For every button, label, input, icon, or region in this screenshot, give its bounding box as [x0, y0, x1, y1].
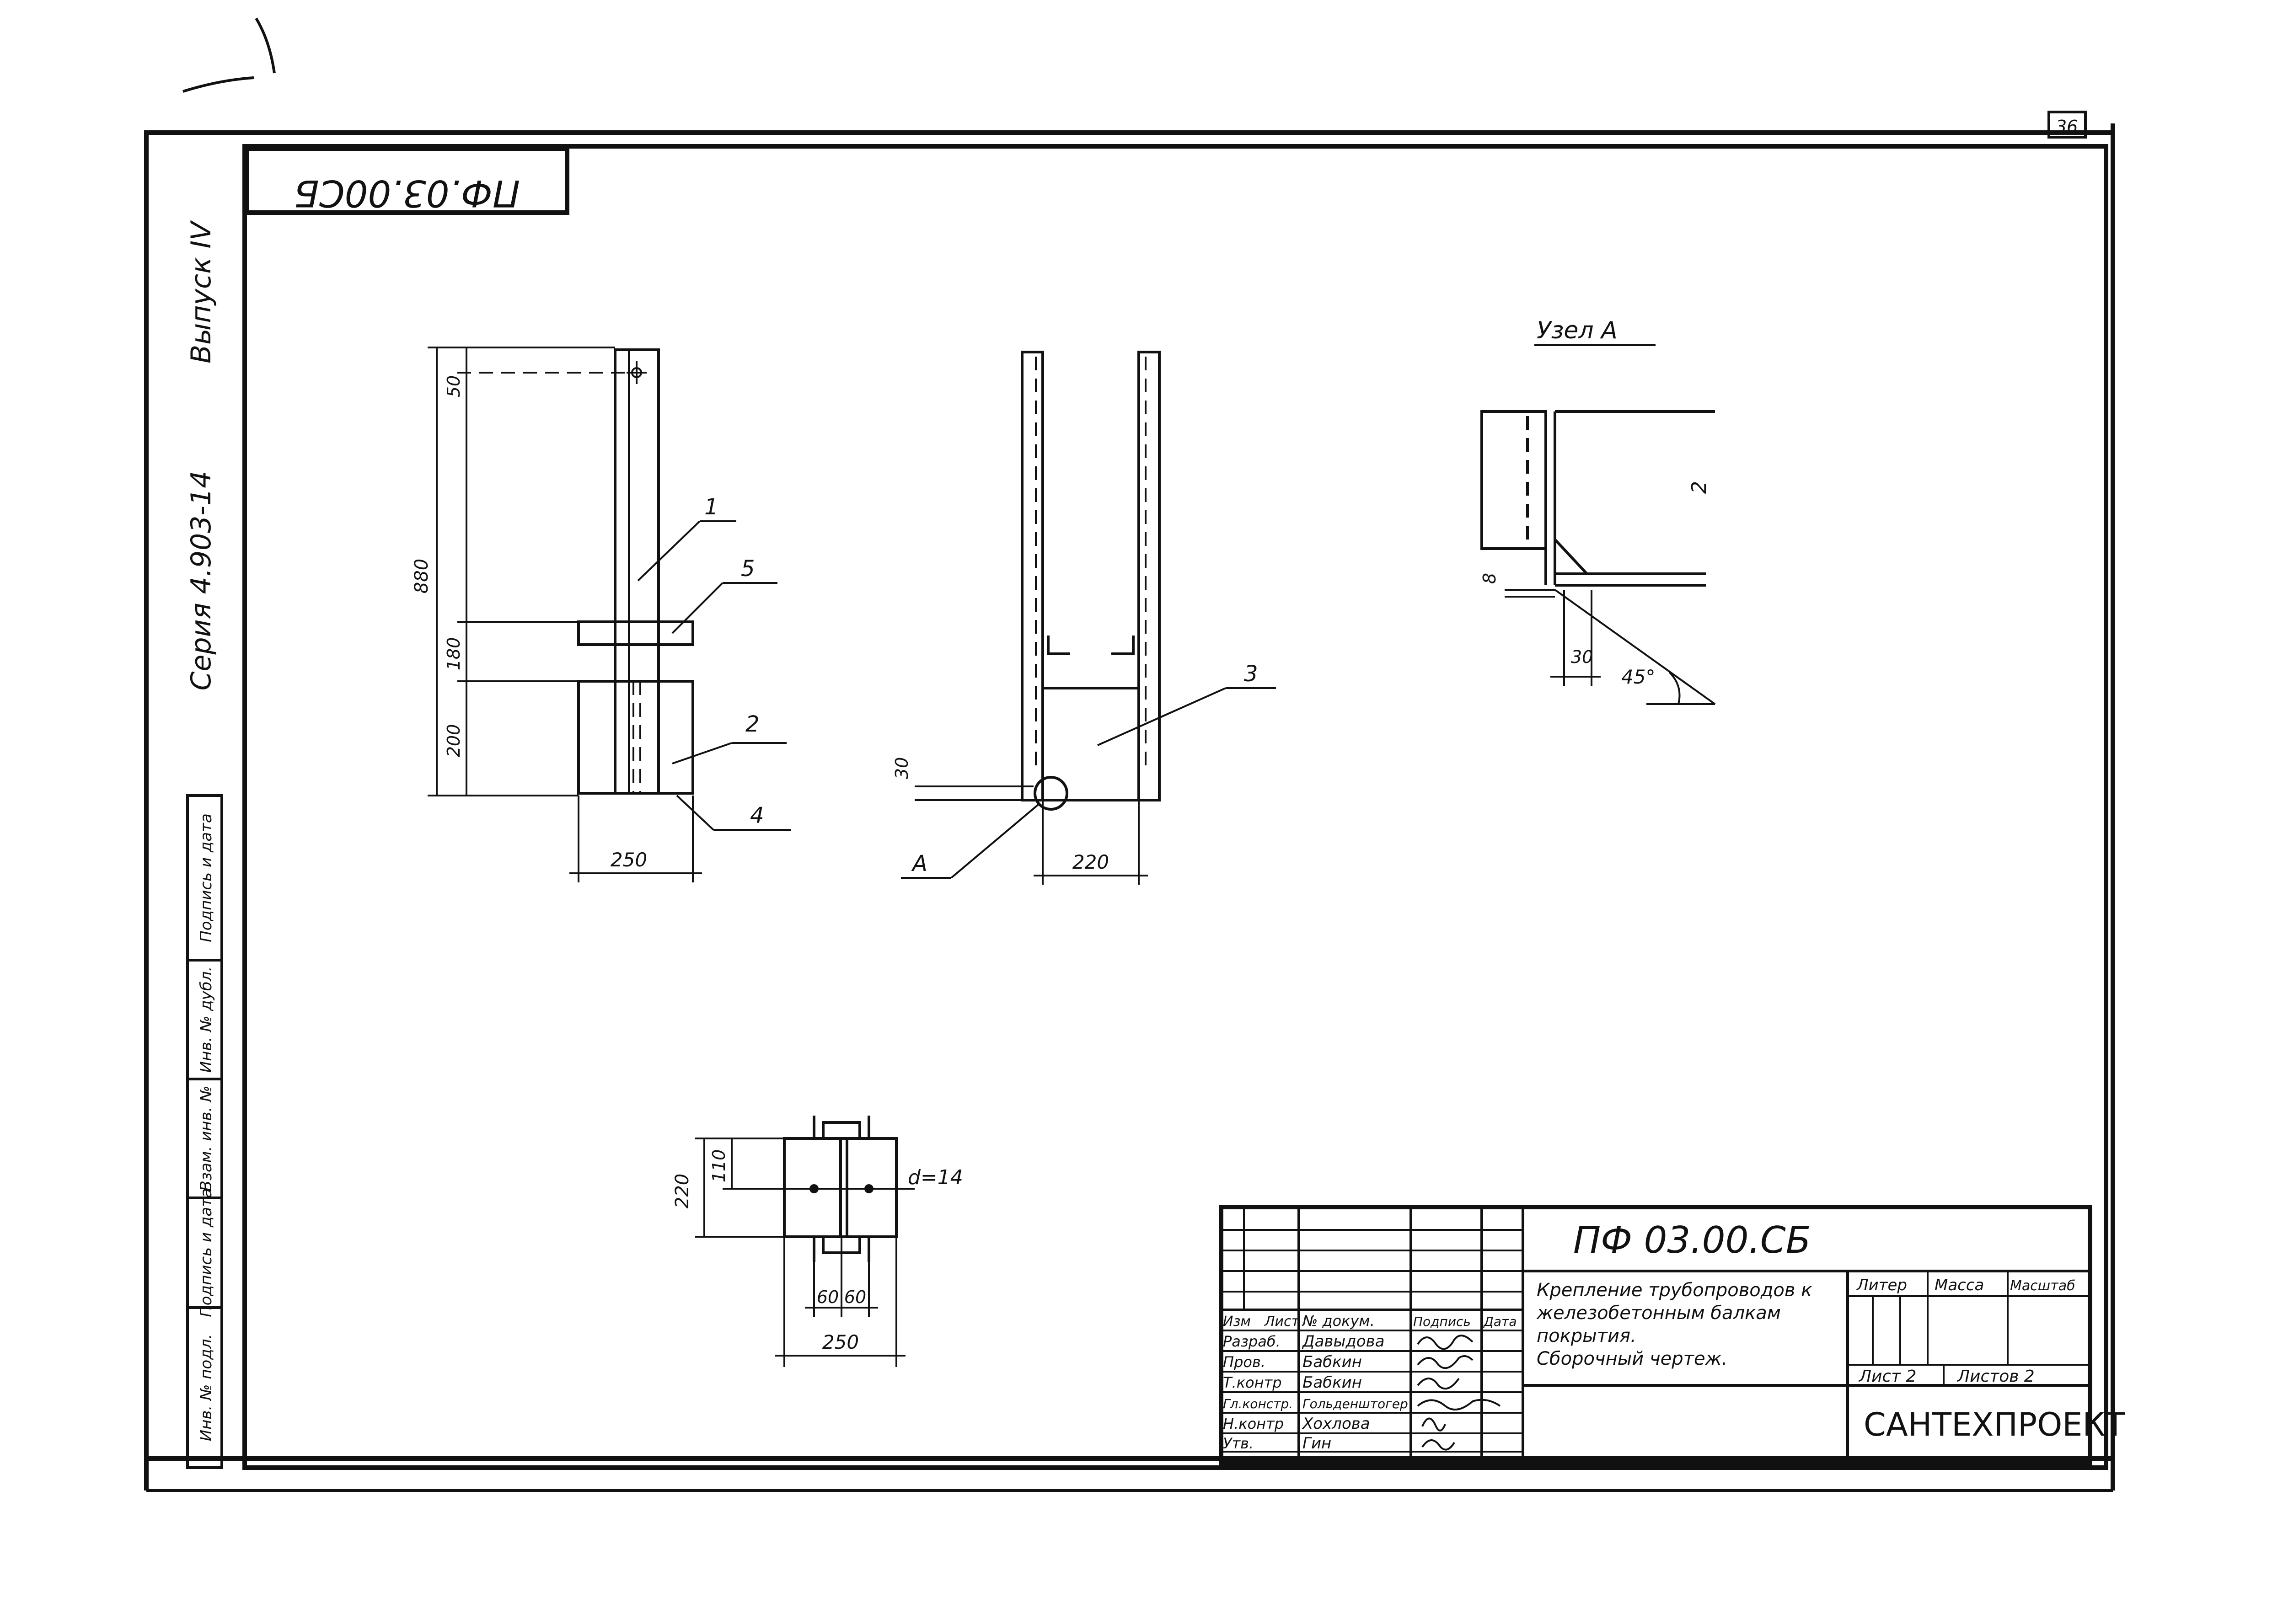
tb-title-3: покрытия. — [1537, 1325, 1636, 1346]
dim-block-height: 200 — [444, 724, 464, 758]
view-side-elevation: 50 880 180 200 250 1 5 2 4 — [411, 347, 791, 882]
tb-title-2: железобетонным балкам — [1536, 1303, 1781, 1324]
dim-width: 250 — [611, 849, 647, 871]
dim-top-offset: 50 — [444, 375, 464, 397]
view-front-elevation: 30 220 3 А — [892, 351, 1276, 885]
pen-mark — [182, 17, 276, 93]
node-a-detail: Узел А 8 30 45° 2 — [1479, 317, 1716, 705]
tb-sheets: Листов 2 — [1956, 1367, 2035, 1386]
side-col-3: Взам. инв. № — [197, 1086, 215, 1191]
callout-4: 4 — [750, 803, 764, 828]
signature-scribbles — [1417, 1335, 1501, 1451]
callout-2: 2 — [745, 711, 760, 737]
tb-massa: Масса — [1935, 1276, 1984, 1294]
margin-labels: Выпуск IV Серия 4.903-14 — [185, 220, 217, 691]
tb-h-doc: № докум. — [1302, 1312, 1375, 1330]
callout-1: 1 — [704, 494, 718, 520]
sheet-frame: 36 — [144, 111, 2115, 1492]
tb-company: САНТЕХПРОЕКТ — [1864, 1406, 2125, 1443]
tb-h-izm: Изм — [1223, 1314, 1251, 1330]
callout-node-a: А — [911, 851, 927, 876]
node-callout-2: 2 — [1688, 481, 1711, 494]
tb-name-4: Хохлова — [1302, 1415, 1370, 1433]
dim-front-width: 220 — [1072, 851, 1109, 873]
dim-plate-gap: 180 — [444, 637, 464, 671]
tb-name-2: Бабкин — [1302, 1373, 1362, 1392]
side-col-5: Подпись и дата — [197, 813, 215, 942]
side-col-2: Подпись и дата — [197, 1188, 215, 1317]
callout-3: 3 — [1244, 661, 1258, 687]
tb-role-0: Разраб. — [1223, 1333, 1281, 1350]
tb-role-4: Н.контр — [1223, 1415, 1284, 1432]
view-plan: 220 110 d=14 60 60 250 — [672, 1116, 963, 1367]
tb-h-list: Лист — [1264, 1314, 1300, 1330]
dim-total-height: 880 — [411, 559, 432, 593]
tb-name-3: Гольденштогер — [1302, 1396, 1408, 1411]
tb-role-1: Пров. — [1223, 1353, 1265, 1371]
tb-h-sign: Подпись — [1413, 1314, 1471, 1329]
stamp-code: ПФ.03.00СБ — [294, 172, 520, 214]
stamp-box: ПФ.03.00СБ — [245, 146, 569, 215]
plan-dim-250: 250 — [822, 1331, 859, 1353]
side-col-4: Инв. № дубл. — [197, 967, 215, 1073]
plan-dim-220: 220 — [672, 1174, 693, 1208]
margin-seriya: Серия 4.903-14 — [185, 471, 217, 691]
tb-code: ПФ 03.00.СБ — [1573, 1219, 1811, 1261]
callout-5: 5 — [741, 556, 755, 582]
sheet-number: 36 — [2056, 117, 2078, 137]
tb-role-5: Утв. — [1223, 1435, 1254, 1452]
tb-role-3: Гл.констр. — [1223, 1396, 1293, 1411]
node-dim-8: 8 — [1479, 573, 1500, 584]
tb-title-4: Сборочный чертеж. — [1537, 1348, 1727, 1369]
plan-dim-d14: d=14 — [908, 1166, 963, 1189]
node-title: Узел А — [1537, 317, 1618, 344]
plan-dim-60b: 60 — [844, 1287, 866, 1307]
dim-bottom-offset: 30 — [892, 757, 912, 779]
tb-name-1: Бабкин — [1302, 1353, 1362, 1371]
node-dim-angle: 45° — [1621, 666, 1655, 688]
plan-dim-60a: 60 — [817, 1287, 839, 1307]
tb-role-2: Т.контр — [1223, 1374, 1282, 1391]
tb-masshtab: Масштаб — [2010, 1278, 2075, 1294]
tb-name-0: Давыдова — [1302, 1332, 1384, 1351]
tb-litera: Литер — [1856, 1276, 1907, 1294]
side-col-1: Инв. № подл. — [197, 1334, 215, 1442]
tb-h-date: Дата — [1483, 1314, 1517, 1329]
side-columns: Подпись и дата Инв. № дубл. Взам. инв. №… — [186, 794, 223, 1469]
tb-sheet: Лист 2 — [1858, 1367, 1917, 1386]
plan-dim-110: 110 — [709, 1149, 729, 1183]
tb-name-5: Гин — [1302, 1434, 1331, 1453]
tb-title-1: Крепление трубопроводов к — [1537, 1280, 1812, 1301]
node-dim-30: 30 — [1571, 647, 1593, 667]
margin-vypusk: Выпуск IV — [185, 220, 217, 363]
title-block: ПФ 03.00.СБ Крепление трубопроводов к же… — [1219, 1205, 2125, 1465]
